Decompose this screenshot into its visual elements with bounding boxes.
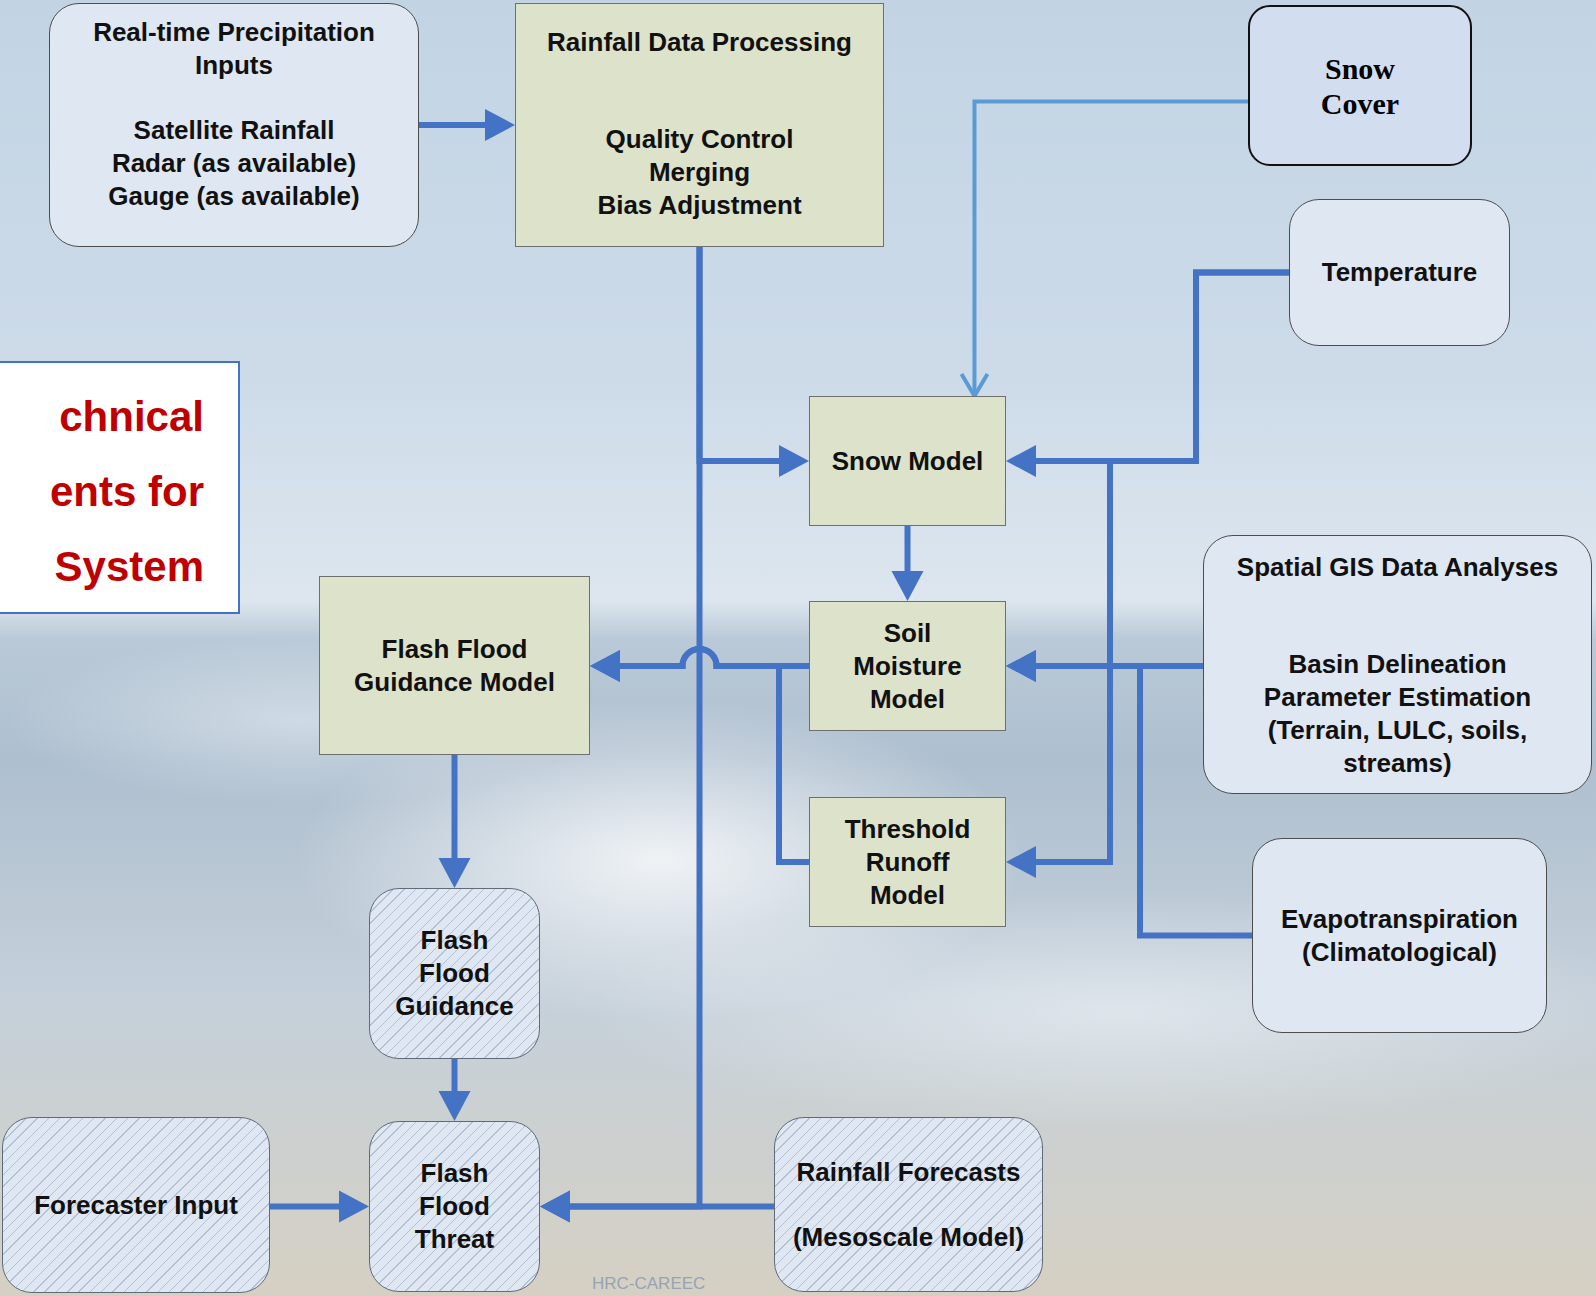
box-text: Temperature <box>1322 256 1478 289</box>
arrow-head <box>1006 650 1036 682</box>
box-text: Flash Flood Guidance <box>392 924 517 1023</box>
flow-connector <box>1006 273 1289 478</box>
box-text: Flash Flood Guidance Model <box>330 633 579 699</box>
flow-connector <box>961 102 1248 396</box>
arrow-head <box>961 374 987 396</box>
arrow-head <box>339 1191 369 1223</box>
arrow-head <box>540 1191 570 1223</box>
model-box: Soil Moisture Model <box>809 601 1006 731</box>
flow-connector <box>700 247 810 477</box>
arrow-head <box>540 1191 570 1223</box>
box-text: Snow Cover <box>1310 51 1410 121</box>
model-box: Threshold Runoff Model <box>809 797 1006 927</box>
box-text: Merging <box>649 156 750 189</box>
box-text: Snow Model <box>832 445 984 478</box>
arrow-head <box>1006 650 1036 682</box>
arrow-head <box>485 109 515 141</box>
box-text: Quality Control <box>606 123 794 156</box>
arrow-head <box>1006 445 1036 477</box>
flow-connector <box>439 1059 471 1121</box>
input-box: Snow Cover <box>1248 5 1472 166</box>
output-box: Forecaster Input <box>2 1117 270 1293</box>
title-text: chnical ents for System <box>4 379 204 604</box>
connector-line <box>570 1204 774 1210</box>
input-box: Spatial GIS Data AnalysesBasin Delineati… <box>1203 535 1592 794</box>
flow-connector <box>439 755 471 888</box>
input-box: Evapotranspiration (Climatological) <box>1252 838 1547 1033</box>
input-box: Temperature <box>1289 199 1510 346</box>
flow-connector <box>419 109 515 141</box>
box-text: Real-time Precipitation Inputs <box>60 16 408 82</box>
flow-connector <box>540 1191 774 1223</box>
arrow-head <box>590 650 620 682</box>
box-text: Threshold Runoff Model <box>840 813 975 912</box>
arrow-head <box>590 650 620 682</box>
connector-line <box>1036 273 1289 462</box>
box-text: Forecaster Input <box>34 1189 238 1222</box>
connector-line <box>452 755 458 858</box>
input-box: Real-time Precipitation InputsSatellite … <box>49 3 419 247</box>
watermark-text: HRC-CAREEC <box>592 1274 705 1294</box>
box-text: Rainfall Data Processing <box>547 26 852 59</box>
flow-connector <box>590 649 809 862</box>
box-text: Evapotranspiration (Climatological) <box>1263 903 1536 969</box>
connector-line <box>974 102 1248 396</box>
arrow-head <box>439 1091 471 1121</box>
box-text: Bias Adjustment <box>597 189 801 222</box>
arrow-head <box>439 858 471 888</box>
connector-line <box>620 649 809 862</box>
box-text: Radar (as available) <box>112 147 356 180</box>
connector-line <box>270 1204 339 1210</box>
arrow-head <box>1006 846 1036 878</box>
output-box: Rainfall Forecasts (Mesoscale Model) <box>774 1117 1043 1292</box>
connector-line <box>905 526 911 571</box>
connector-line <box>700 247 780 461</box>
box-text: (Mesoscale Model) <box>793 1221 1024 1254</box>
box-text: Spatial GIS Data Analyses <box>1237 551 1558 584</box>
arrow-head <box>779 445 809 477</box>
connector-line <box>452 1059 458 1091</box>
flow-connector <box>892 526 924 601</box>
box-text: Soil Moisture Model <box>845 617 970 716</box>
process-box: Rainfall Data ProcessingQuality ControlM… <box>515 3 884 247</box>
box-text: Flash Flood Threat <box>392 1157 517 1256</box>
flow-connector <box>270 1191 369 1223</box>
box-text: Basin Delineation <box>1288 648 1506 681</box>
model-box: Snow Model <box>809 396 1006 526</box>
title-box: chnical ents for System <box>0 361 240 614</box>
box-text: Satellite Rainfall <box>134 114 335 147</box>
output-box: Flash Flood Guidance <box>369 888 540 1059</box>
box-text: Gauge (as available) <box>108 180 359 213</box>
arrow-head <box>892 571 924 601</box>
box-text: Rainfall Forecasts <box>797 1156 1021 1189</box>
connector-line <box>419 122 485 128</box>
box-text: Parameter Estimation (Terrain, LULC, soi… <box>1253 681 1543 780</box>
model-box: Flash Flood Guidance Model <box>319 576 590 755</box>
output-box: Flash Flood Threat <box>369 1121 540 1292</box>
